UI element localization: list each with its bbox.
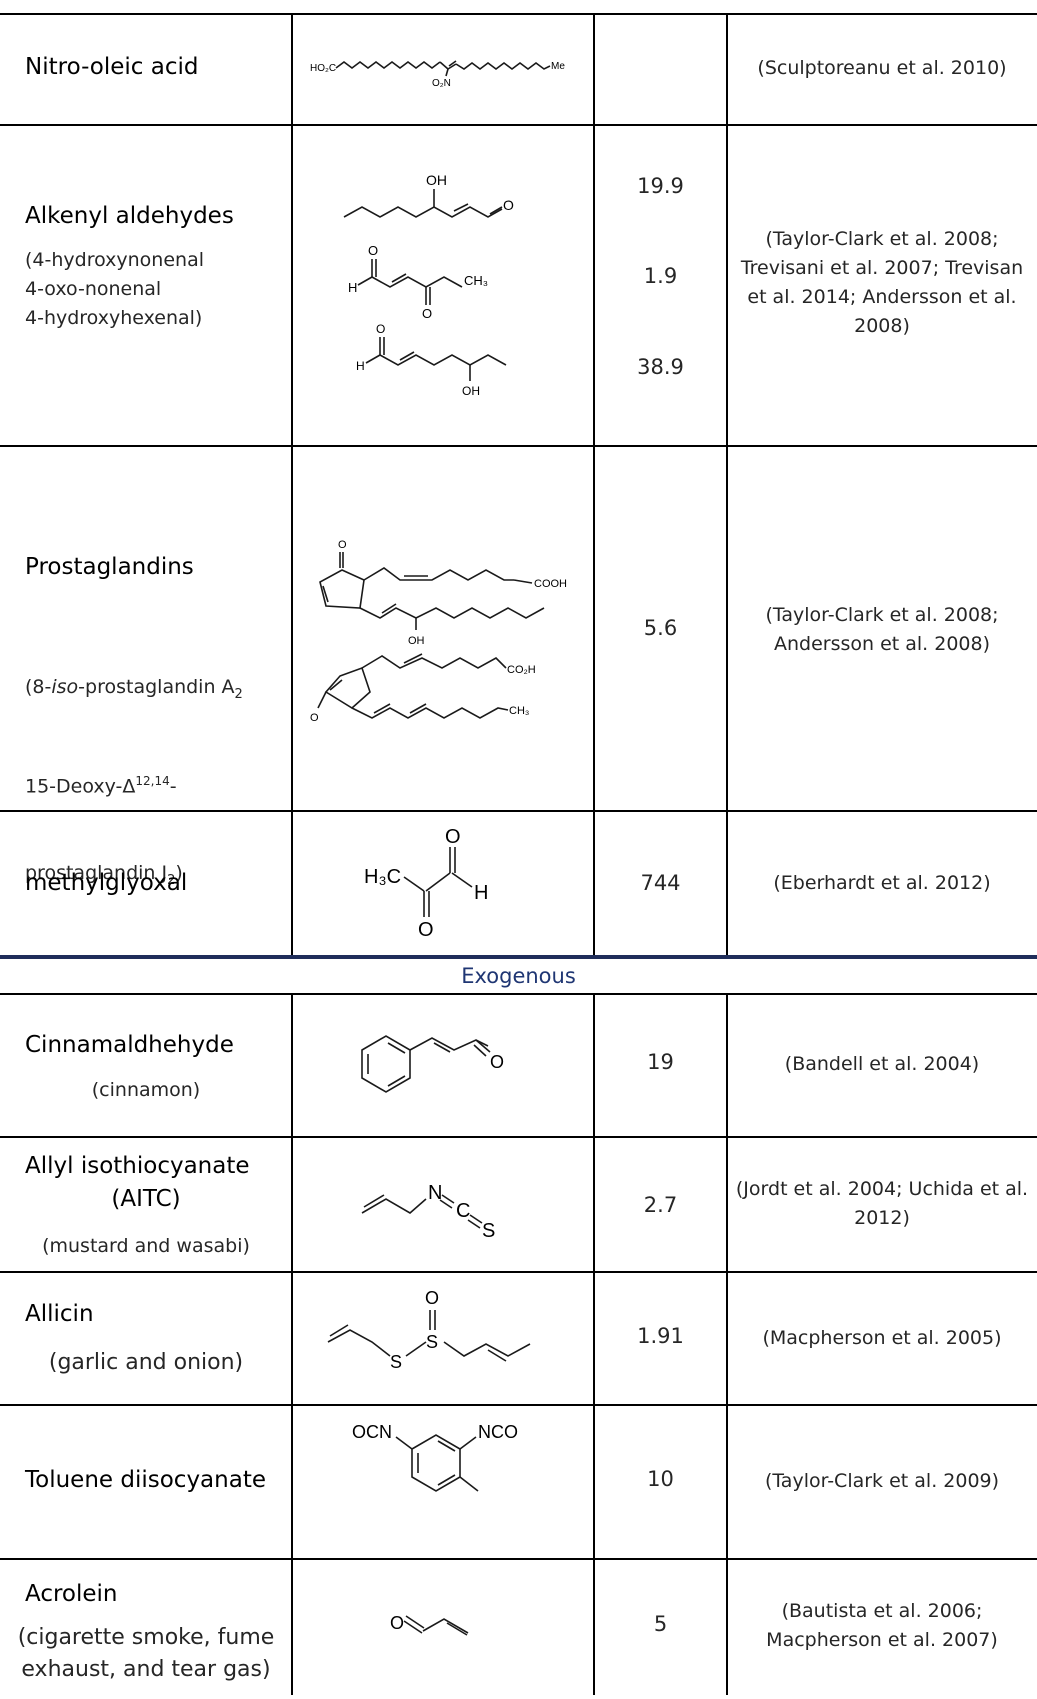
svg-text:CH₃: CH₃ bbox=[509, 705, 529, 717]
svg-text:COOH: COOH bbox=[534, 578, 567, 590]
column-divider bbox=[291, 993, 293, 1695]
svg-text:S: S bbox=[390, 1352, 402, 1372]
table-row: Prostaglandins (8-iso-prostaglandin A2 1… bbox=[0, 446, 1037, 888]
reference: (Bautista et al. 2006; Macpherson et al.… bbox=[766, 1600, 998, 1651]
svg-text:O: O bbox=[503, 197, 514, 213]
cinnamaldehyde-structure: O bbox=[292, 994, 594, 1136]
svg-text:O: O bbox=[368, 243, 378, 258]
svg-text:O: O bbox=[338, 539, 347, 551]
svg-text:OH: OH bbox=[408, 635, 425, 647]
prostaglandins-structures: O COOH OH CO₂H CH₃ O bbox=[292, 446, 594, 810]
value: 19 bbox=[647, 1050, 674, 1074]
compound-source: (garlic and onion) bbox=[48, 1350, 244, 1375]
table-row: Nitro-oleic acid HO₂C O₂N Me (Sculptorea… bbox=[0, 14, 1037, 124]
compound-name: Prostaglandins bbox=[25, 554, 194, 580]
svg-text:O₂N: O₂N bbox=[432, 78, 451, 89]
compound-name: Nitro-oleic acid bbox=[25, 54, 199, 80]
svg-text:H: H bbox=[348, 280, 357, 295]
value: 19.9 bbox=[637, 174, 684, 198]
value: 1.9 bbox=[643, 264, 678, 288]
value: 10 bbox=[647, 1467, 674, 1491]
section-title: Exogenous bbox=[461, 964, 576, 988]
table-row: Toluene diisocyanate OCN NCO 10 (Taylor-… bbox=[0, 1405, 1037, 1558]
table-row: Allicin (garlic and onion) S S O 1.91 (M… bbox=[0, 1272, 1037, 1404]
acrolein-structure: O bbox=[292, 1559, 594, 1695]
column-divider bbox=[726, 993, 728, 1695]
compound-source: (8-iso-prostaglandin A2 15-Deoxy-Δ12,14-… bbox=[25, 676, 243, 888]
svg-text:H: H bbox=[356, 359, 365, 373]
svg-text:CH₃: CH₃ bbox=[464, 273, 488, 288]
compound-name: Acrolein bbox=[25, 1581, 118, 1607]
alkenyl-aldehydes-structures: OH O H O O CH₃ H O OH bbox=[292, 125, 594, 445]
table-row: Acrolein (cigarette smoke, fume exhaust,… bbox=[0, 1559, 1037, 1695]
svg-text:O: O bbox=[418, 919, 434, 941]
table-row: Cinnamaldhehyde (cinnamon) O 19 (Bandell… bbox=[0, 994, 1037, 1136]
toluene-diisocyanate-structure: OCN NCO bbox=[292, 1405, 594, 1558]
table-row: Allyl isothiocyanate (AITC) (mustard and… bbox=[0, 1137, 1037, 1271]
column-divider bbox=[593, 13, 595, 955]
svg-text:NCO: NCO bbox=[478, 1422, 518, 1442]
value: 2.7 bbox=[643, 1193, 678, 1217]
compound-name: methylglyoxal bbox=[25, 870, 188, 896]
svg-text:O: O bbox=[445, 826, 461, 848]
allicin-structure: S S O bbox=[292, 1272, 594, 1404]
reference: (Jordt et al. 2004; Uchida et al. 2012) bbox=[735, 1178, 1029, 1229]
compound-name-abbrev: (AITC) bbox=[111, 1186, 181, 1212]
aitc-structure: N C S bbox=[292, 1137, 594, 1271]
column-divider bbox=[726, 13, 728, 955]
svg-text:O: O bbox=[390, 1613, 404, 1633]
compound-source: (4-hydroxynonenal 4-oxo-nonenal 4-hydrox… bbox=[25, 249, 204, 329]
svg-text:O: O bbox=[490, 1052, 504, 1072]
value: 5 bbox=[653, 1612, 668, 1636]
reference: (Sculptoreanu et al. 2010) bbox=[757, 57, 1007, 79]
sensitivity-values: 19.9 1.9 38.9 bbox=[594, 125, 727, 445]
svg-text:HO₂C: HO₂C bbox=[310, 63, 336, 74]
column-divider bbox=[593, 993, 595, 1695]
methylglyoxal-structure: H₃C O O H bbox=[292, 811, 594, 955]
value: 38.9 bbox=[637, 355, 684, 379]
reference: (Taylor-Clark et al. 2008; Trevisani et … bbox=[740, 228, 1024, 337]
compound-source: (cigarette smoke, fume exhaust, and tear… bbox=[17, 1625, 275, 1682]
compound-name: Alkenyl aldehydes bbox=[25, 203, 234, 229]
table-row: methylglyoxal H₃C O O H 744 (Eberhardt e… bbox=[0, 811, 1037, 955]
compound-name: Allyl isothiocyanate bbox=[25, 1153, 250, 1179]
compound-name: Allicin bbox=[25, 1301, 94, 1327]
value: 5.6 bbox=[643, 616, 678, 640]
value: 1.91 bbox=[637, 1324, 684, 1348]
table-top-rule bbox=[0, 13, 1037, 15]
svg-text:O: O bbox=[376, 322, 385, 336]
reference: (Taylor-Clark et al. 2008; Andersson et … bbox=[765, 604, 999, 655]
value: 744 bbox=[640, 871, 681, 895]
reference: (Bandell et al. 2004) bbox=[784, 1053, 980, 1075]
svg-text:OH: OH bbox=[462, 384, 480, 398]
compound-source: (cinnamon) bbox=[91, 1079, 201, 1101]
svg-text:H: H bbox=[474, 882, 488, 904]
compound-name: Toluene diisocyanate bbox=[25, 1467, 266, 1493]
svg-text:O: O bbox=[425, 1288, 439, 1308]
reference: (Eberhardt et al. 2012) bbox=[773, 872, 991, 894]
svg-text:O: O bbox=[422, 306, 432, 321]
compound-name: Cinnamaldhehyde bbox=[25, 1032, 234, 1058]
svg-text:Me: Me bbox=[551, 61, 565, 72]
svg-text:C: C bbox=[456, 1200, 470, 1222]
section-rule bbox=[0, 955, 1037, 959]
reference: (Taylor-Clark et al. 2009) bbox=[764, 1470, 1000, 1492]
compound-source: (mustard and wasabi) bbox=[42, 1235, 250, 1257]
svg-text:S: S bbox=[482, 1220, 495, 1242]
reference: (Macpherson et al. 2005) bbox=[762, 1327, 1002, 1349]
nitro-oleic-acid-structure: HO₂C O₂N Me bbox=[292, 14, 594, 124]
svg-text:S: S bbox=[426, 1332, 438, 1352]
column-divider bbox=[291, 13, 293, 955]
svg-text:CO₂H: CO₂H bbox=[507, 664, 536, 676]
svg-text:OCN: OCN bbox=[352, 1422, 392, 1442]
table-row: Alkenyl aldehydes (4-hydroxynonenal 4-ox… bbox=[0, 125, 1037, 445]
svg-text:O: O bbox=[310, 712, 319, 724]
svg-text:N: N bbox=[428, 1182, 442, 1204]
svg-text:OH: OH bbox=[426, 172, 447, 188]
svg-text:H₃C: H₃C bbox=[364, 866, 401, 888]
